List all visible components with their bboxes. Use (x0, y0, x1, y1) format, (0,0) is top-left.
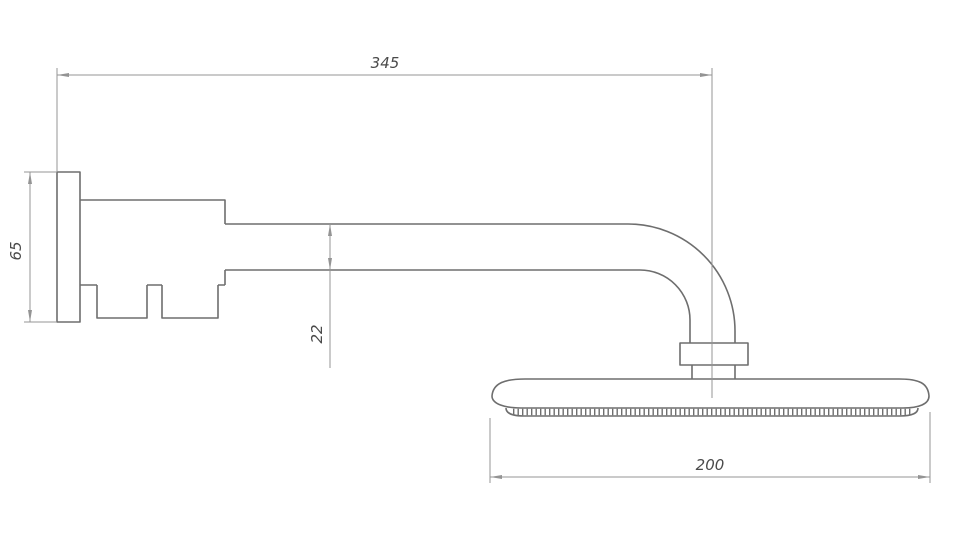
nozzle-tray (505, 407, 919, 417)
dimension-labels-group: 345 65 22 200 (7, 54, 724, 474)
dim-label-flange-height: 65 (7, 241, 25, 260)
dim-label-head-diameter: 200 (696, 456, 725, 474)
dim-label-arm-length: 345 (371, 54, 400, 72)
mount-body-tabs (96, 285, 219, 319)
connector-neck (691, 365, 736, 379)
mount-body (80, 199, 226, 286)
arm-pipe-elbow (225, 223, 736, 343)
dim-label-pipe-diameter: 22 (308, 324, 326, 343)
wall-flange (56, 171, 81, 323)
object-outline-group (56, 171, 930, 417)
dimension-lines-group (24, 68, 931, 483)
collar-nut (679, 342, 749, 366)
shower-head-profile (491, 378, 930, 409)
